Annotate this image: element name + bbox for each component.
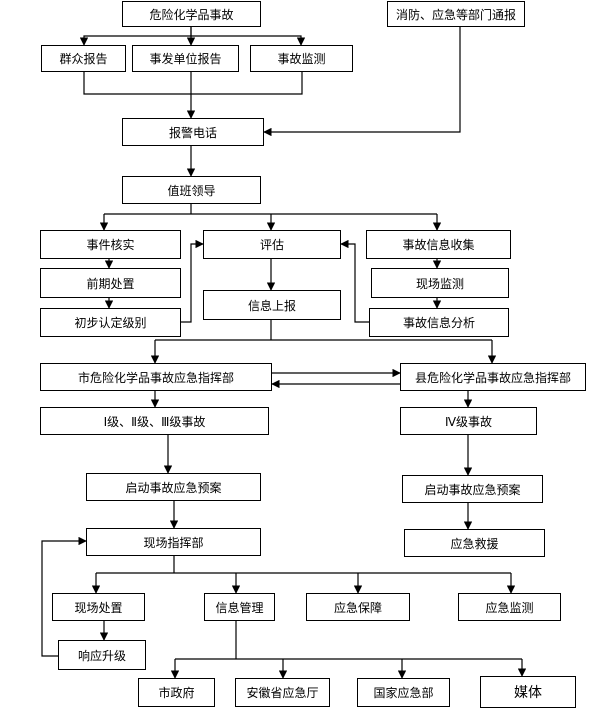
- node-site-monitor: 现场监测: [371, 268, 509, 298]
- node-city-command: 市危险化学品事故应急指挥部: [40, 363, 272, 391]
- node-county-command: 县危险化学品事故应急指挥部: [400, 363, 586, 391]
- node-info-mgmt: 信息管理: [204, 593, 275, 621]
- node-unit-report: 事发单位报告: [132, 45, 239, 72]
- node-fire-notify: 消防、应急等部门通报: [387, 1, 525, 27]
- line-public-merge: [83, 72, 303, 95]
- node-municipal: 市政府: [138, 678, 215, 707]
- node-level-1-3: Ⅰ级、Ⅱ级、Ⅲ级事故: [40, 407, 269, 435]
- arrow-incident-to-monitoring: [191, 35, 306, 46]
- arrow-incident-to-public: [79, 27, 192, 46]
- node-support: 应急保障: [306, 593, 410, 621]
- arrow-fire-to-alarm: [263, 27, 461, 137]
- arrow-analysis-to-assess: [340, 239, 369, 323]
- node-early-handling: 前期处置: [40, 268, 181, 298]
- node-start-plan-right: 启动事故应急预案: [402, 475, 543, 503]
- node-escalate: 响应升级: [58, 640, 146, 670]
- node-incident: 危险化学品事故: [122, 1, 261, 27]
- node-info-analysis: 事故信息分析: [369, 308, 509, 337]
- node-initial-level: 初步认定级别: [40, 308, 181, 337]
- node-level-4: Ⅳ级事故: [400, 407, 537, 435]
- node-emergency-monitor: 应急监测: [458, 593, 561, 621]
- node-monitoring: 事故监测: [250, 45, 353, 72]
- arrow-initial-to-assess: [181, 239, 204, 323]
- node-public-report: 群众报告: [41, 45, 126, 72]
- node-info-report: 信息上报: [203, 290, 341, 320]
- node-media: 媒体: [480, 676, 576, 708]
- node-national: 国家应急部: [357, 678, 450, 707]
- node-province-office: 安徽省应急厅: [235, 678, 330, 707]
- node-alarm-call: 报警电话: [122, 118, 264, 146]
- node-verify: 事件核实: [40, 230, 181, 259]
- node-site-handling: 现场处置: [52, 593, 145, 621]
- arrow-escalate-to-field: [41, 536, 87, 657]
- node-field-command: 现场指挥部: [86, 528, 261, 556]
- node-rescue: 应急救援: [404, 529, 545, 557]
- node-duty-leader: 值班领导: [122, 176, 261, 204]
- node-info-collect: 事故信息收集: [366, 230, 511, 259]
- node-start-plan-left: 启动事故应急预案: [86, 473, 261, 501]
- node-assess: 评估: [203, 230, 341, 259]
